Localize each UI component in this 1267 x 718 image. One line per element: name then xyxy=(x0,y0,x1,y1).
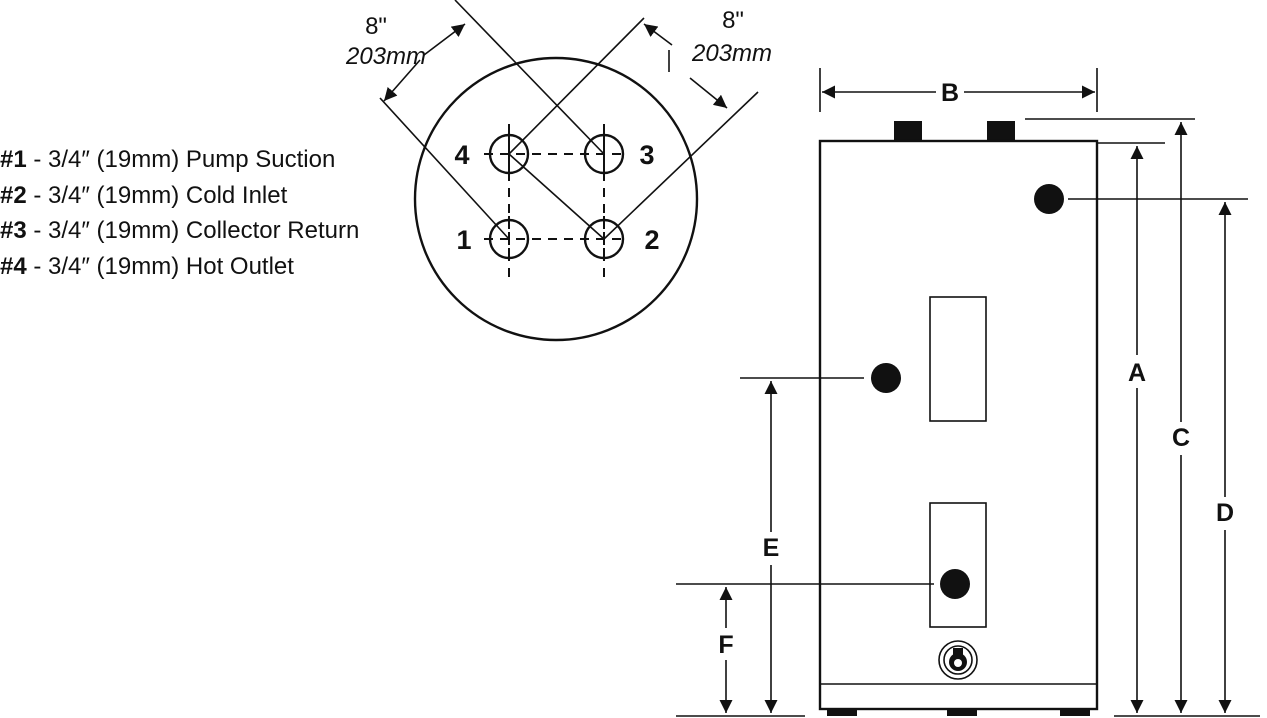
tank-foot xyxy=(947,709,977,716)
fitting-number-3: 3 xyxy=(639,140,654,170)
fitting-number-4: 4 xyxy=(454,140,469,170)
dimension-label-c: C xyxy=(1172,424,1190,452)
tank-top-outline xyxy=(413,56,699,342)
upper-port xyxy=(1034,184,1064,214)
right-spacing-dimension xyxy=(643,23,673,46)
drain-valve-icon xyxy=(938,640,978,680)
lower-port xyxy=(940,569,970,599)
tank-foot xyxy=(827,709,857,716)
upper-access-panel xyxy=(929,296,987,422)
left-spacing-mm: 203mm xyxy=(345,43,426,70)
left-spacing-inches: 8" xyxy=(365,13,387,40)
top-view: 8" 203mm 8" 203mm 4 3 1 2 xyxy=(345,0,772,342)
legend-number: #3 xyxy=(0,217,27,244)
legend-text: - 3/4″ (19mm) Hot Outlet xyxy=(26,252,294,280)
tank-foot xyxy=(1060,709,1090,716)
legend-item-2: #2 - 3/4″ (19mm) Cold Inlet xyxy=(0,178,359,214)
fitting-number-1: 1 xyxy=(456,225,471,255)
connection-legend: #1 - 3/4″ (19mm) Pump Suction #2 - 3/4″ … xyxy=(0,142,359,284)
legend-item-1: #1 - 3/4″ (19mm) Pump Suction xyxy=(0,142,359,178)
lower-access-panel xyxy=(929,502,987,628)
fitting-number-2: 2 xyxy=(644,225,659,255)
left-spacing-dimension xyxy=(423,23,466,56)
right-spacing-inches: 8" xyxy=(722,7,744,34)
legend-text: - 3/4″ (19mm) Cold Inlet xyxy=(26,181,288,209)
legend-text: - 3/4″ (19mm) Collector Return xyxy=(26,217,360,244)
dimension-label-a: A xyxy=(1128,359,1146,387)
legend-item-4: #4 - 3/4″ (19mm) Hot Outlet xyxy=(0,249,359,285)
dimension-label-b: B xyxy=(941,79,959,107)
legend-number: #1 xyxy=(0,146,27,173)
top-fitting-left xyxy=(894,121,922,142)
legend-number: #2 xyxy=(0,181,27,209)
middle-port xyxy=(871,363,901,393)
legend-number: #4 xyxy=(0,252,27,280)
top-fitting-right xyxy=(987,121,1015,142)
dimension-label-f: F xyxy=(718,631,733,659)
side-view: B A C D E xyxy=(676,68,1260,717)
legend-item-3: #3 - 3/4″ (19mm) Collector Return xyxy=(0,213,359,249)
right-spacing-mm: 203mm xyxy=(691,40,772,67)
legend-text: - 3/4″ (19mm) Pump Suction xyxy=(26,146,336,173)
dimension-label-d: D xyxy=(1216,499,1234,527)
spacing-lines xyxy=(379,0,759,240)
tank-body xyxy=(818,139,1099,711)
dimension-label-e: E xyxy=(763,534,780,562)
